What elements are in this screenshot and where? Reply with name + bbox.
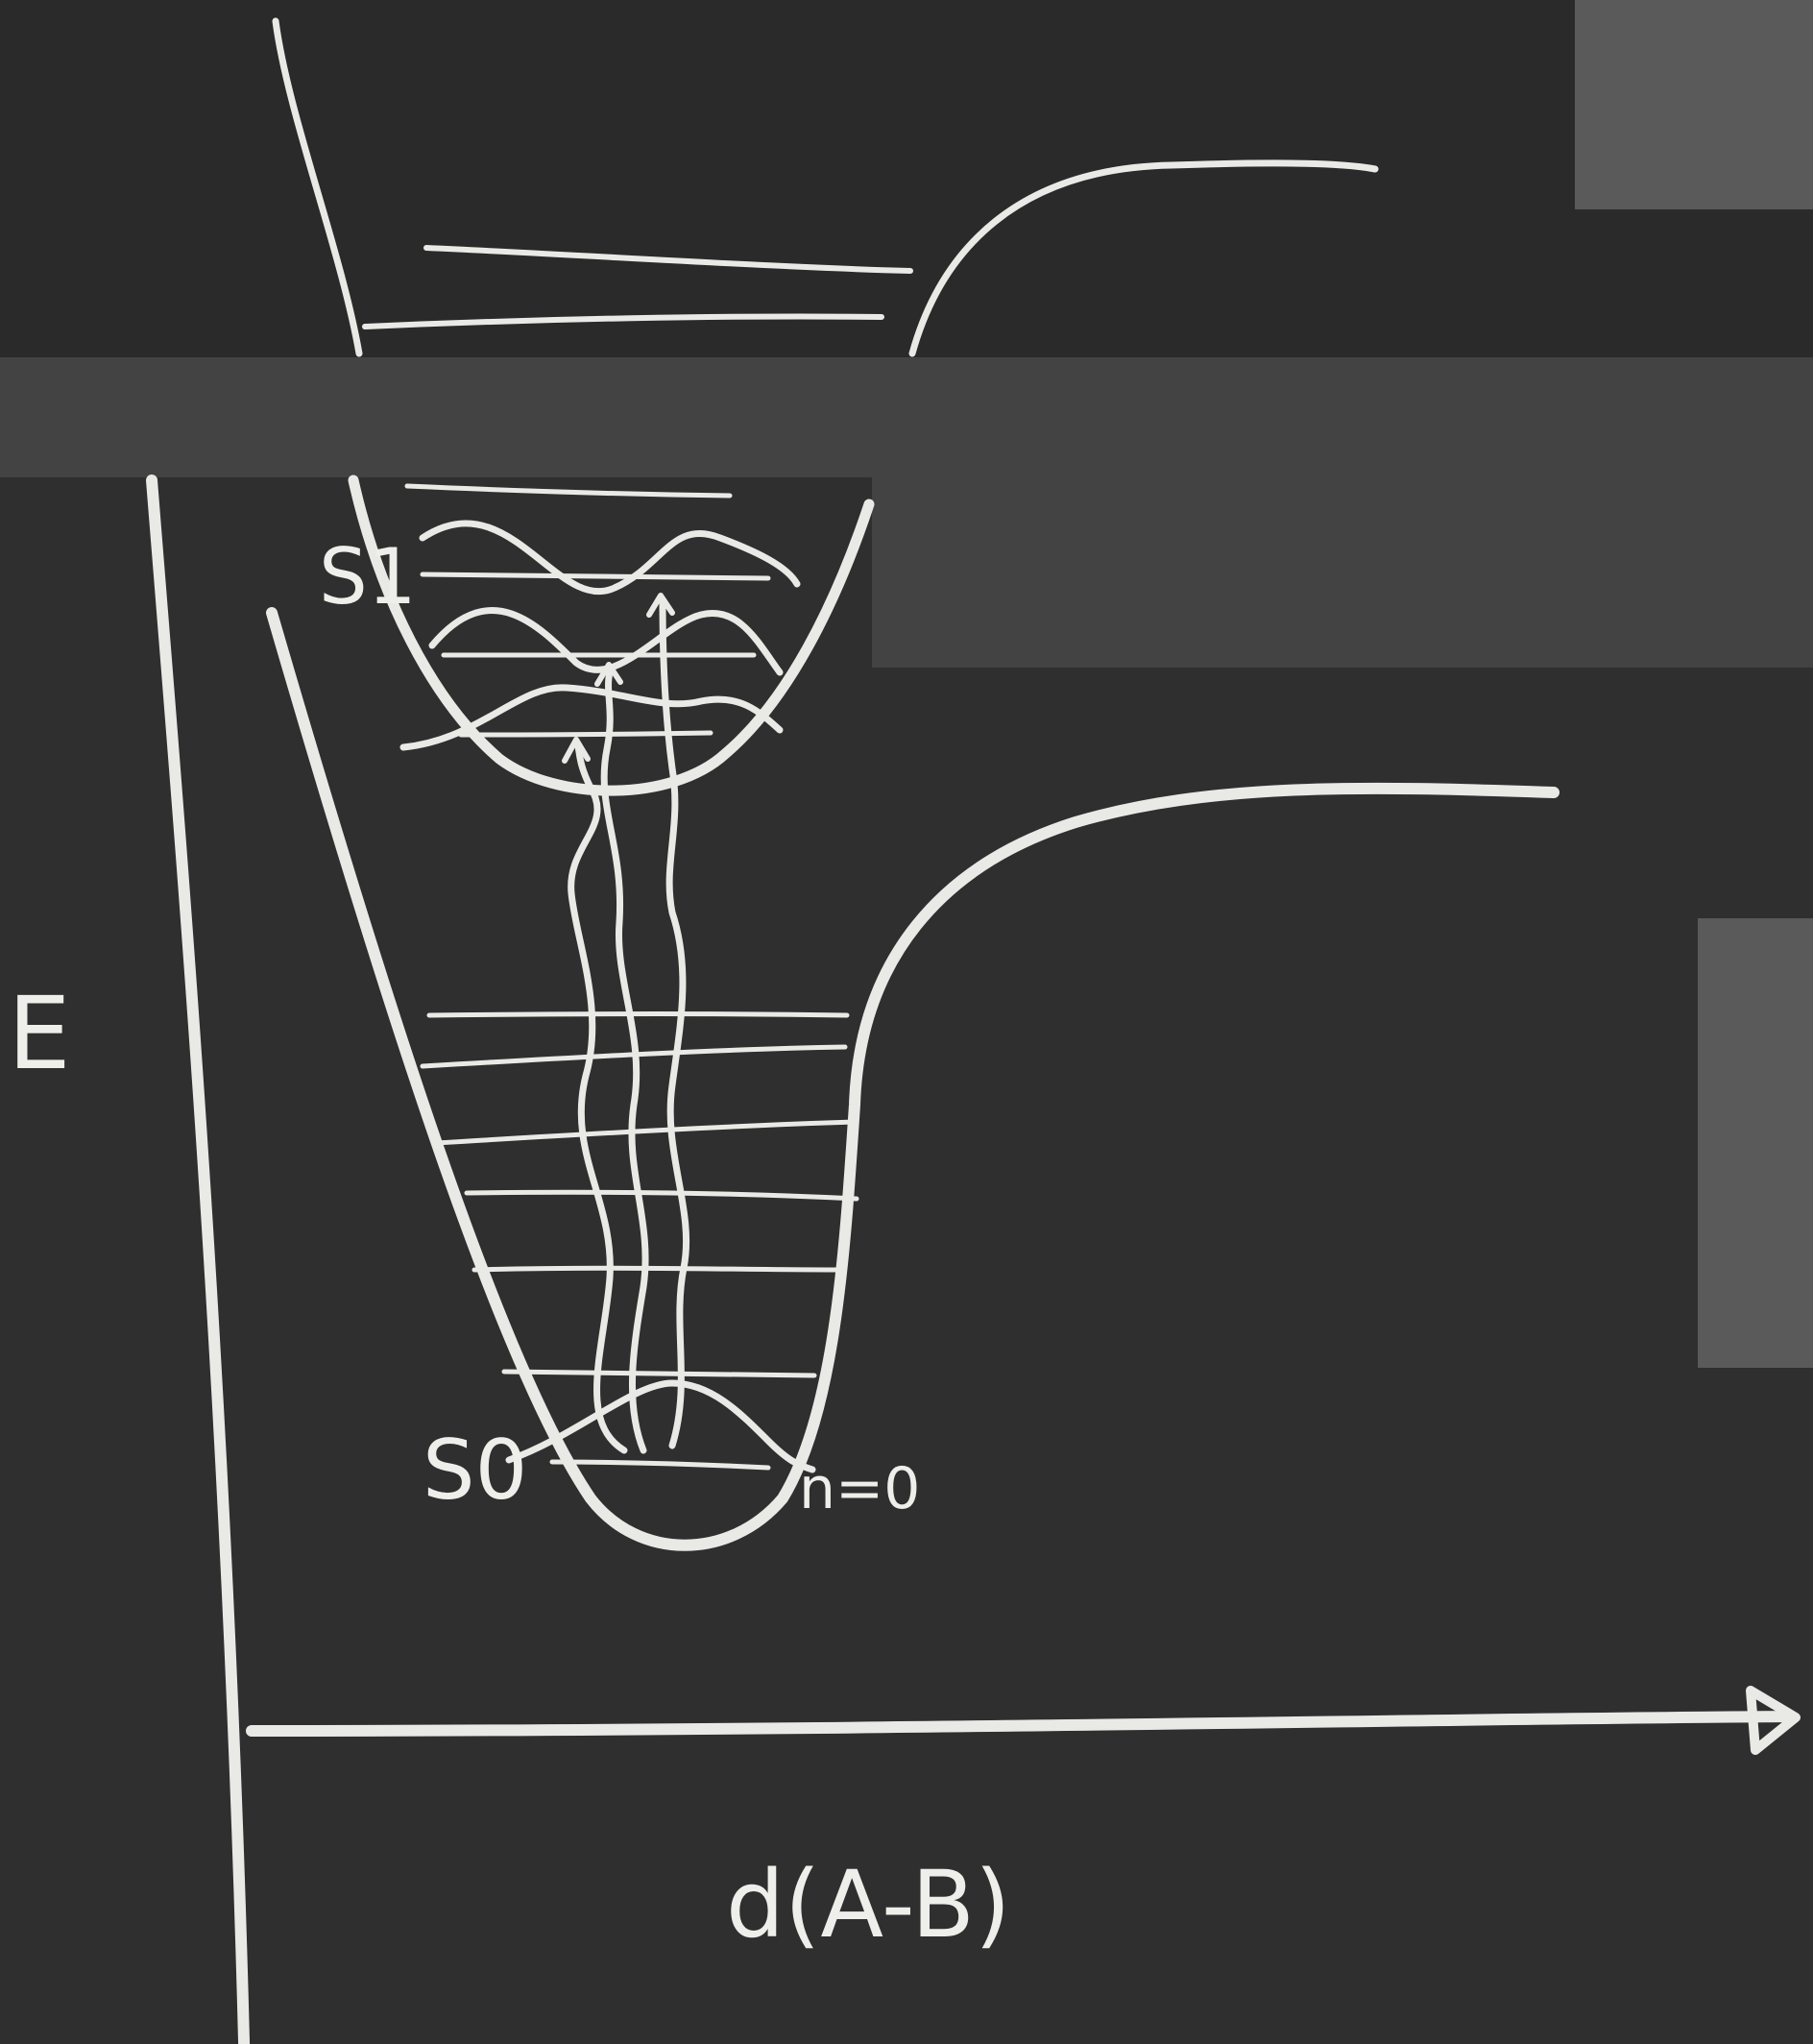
occlusion-band-top <box>0 357 1813 477</box>
excited-vibrational-levels <box>404 483 771 738</box>
excited-level <box>458 730 713 738</box>
ground-level <box>426 1011 850 1018</box>
upper-fragment-level-2 <box>362 313 884 329</box>
ground-level <box>501 1369 817 1378</box>
ground-level-n0 <box>549 1459 771 1471</box>
excited-wavefunction <box>399 684 784 751</box>
y-axis <box>146 474 251 2044</box>
excited-level <box>420 572 771 581</box>
ground-level <box>464 1189 859 1202</box>
excited-level <box>404 483 733 499</box>
lower-state-label: S0 <box>423 1423 527 1519</box>
x-axis <box>246 1711 1797 1737</box>
upper-sketch-fragment <box>272 17 1379 357</box>
ground-level-label: n=0 <box>799 1455 920 1522</box>
board-top-band <box>0 0 1813 357</box>
y-axis-label: E <box>8 975 71 1092</box>
transition-arrow <box>600 669 649 1454</box>
ground-level <box>420 1044 848 1069</box>
transition-arrow <box>568 738 628 1454</box>
x-axis-label: d(A-B) <box>726 1851 1010 1959</box>
ground-level <box>433 1119 858 1146</box>
excited-wavefunction <box>428 607 784 676</box>
occlusion-block-right <box>872 471 1813 668</box>
ground-wavefunction <box>505 1379 816 1473</box>
upper-fragment-y-axis <box>272 17 363 357</box>
arrowhead-icon <box>594 662 623 687</box>
upper-fragment-level-1 <box>423 245 913 274</box>
transition-arrows <box>562 593 690 1454</box>
ground-state-potential-curve <box>266 607 1559 1551</box>
excited-wavefunction <box>419 520 801 596</box>
upper-state-label: S1 <box>319 532 417 621</box>
excited-wavefunctions <box>399 520 801 751</box>
x-axis-arrowhead-icon <box>1746 1686 1801 1755</box>
ground-level <box>471 1265 846 1273</box>
occlusion-corner-top-right <box>1575 0 1813 209</box>
transition-arrow <box>659 596 690 1449</box>
occlusion-block-mid-right <box>1698 918 1813 1368</box>
arrowhead-icon <box>646 593 675 618</box>
ground-vibrational-levels <box>420 1011 859 1471</box>
upper-fragment-potential-curve <box>908 159 1379 357</box>
arrowhead-icon <box>562 737 591 764</box>
